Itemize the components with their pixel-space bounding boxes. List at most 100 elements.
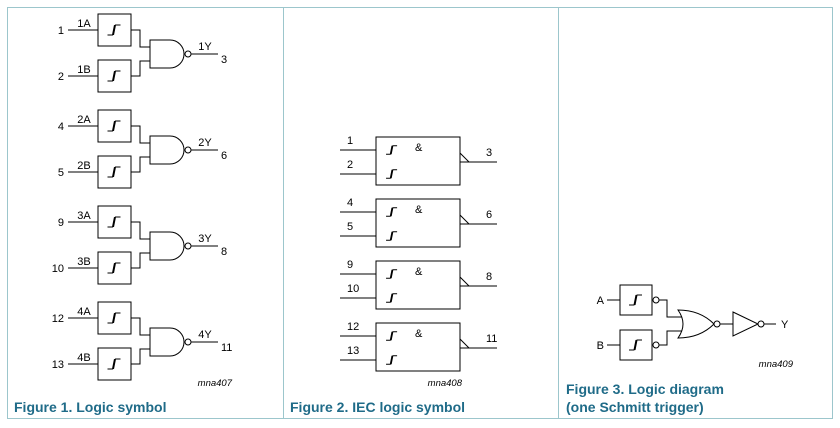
pin-b: 13 [52,359,64,371]
pin-a: 4 [347,197,353,209]
and-symbol: & [415,266,423,278]
and-symbol: & [415,204,423,216]
pin-y: 11 [486,333,497,345]
label-y: 3Y [198,233,212,245]
negation-indicator [459,276,470,287]
wire-a-to-gate [131,125,150,144]
label-b: 2B [77,160,90,172]
and-symbol: & [415,142,423,154]
negation-indicator [459,214,470,225]
pin-b: 10 [347,283,359,295]
hysteresis-icon [107,120,121,132]
label-b: 4B [77,352,90,364]
nand-gate-body [149,231,185,261]
nand-gate-body [149,39,185,69]
hysteresis-icon [386,145,398,155]
label-b: 3B [77,256,90,268]
hysteresis-icon [107,70,121,82]
pin-b: 2 [347,159,353,171]
iec-gate-group: 12 13 & 11 [340,321,497,372]
figure1-caption: Figure 1. Logic symbol [14,399,167,415]
pin-a: 4 [58,121,64,133]
hysteresis-icon [386,331,398,341]
hysteresis-icon [107,358,121,370]
inverter-bubble [184,338,192,346]
input-b-label: B [597,340,604,352]
pin-b: 13 [347,345,359,357]
inverter-body [732,311,760,337]
nand-gate-body [149,135,185,165]
pin-y: 8 [221,246,227,258]
figure2-caption: Figure 2. IEC logic symbol [290,399,466,415]
figure3-code: mna409 [759,359,794,370]
label-a: 1A [77,18,91,30]
pin-a: 1 [347,135,353,147]
nor-gate-body [677,309,715,339]
input-a-label: A [597,295,605,307]
wire-a-to-gate [131,29,150,48]
figure1-diagram: 121A1B1Y3452A2B2Y69103A3B3Y812134A4B4Y11… [52,13,233,389]
figure3-panel [558,7,833,419]
label-y: 2Y [198,137,212,149]
wire-b-to-gate [659,330,682,346]
pin-a: 9 [58,217,64,229]
pin-y: 8 [486,271,492,283]
iec-gate-box [375,198,461,248]
label-a: 4A [77,306,91,318]
label-b: 1B [77,64,90,76]
pin-y: 6 [486,209,492,221]
wire-b-to-gate [131,348,150,365]
inverter-bubble [652,341,660,349]
hysteresis-icon [386,231,398,241]
inverter-bubble [184,50,192,58]
hysteresis-icon [107,24,121,36]
and-symbol: & [415,328,423,340]
inverter-bubble [184,146,192,154]
wire-b-to-gate [131,252,150,269]
nand-gate-body [149,327,185,357]
hysteresis-icon [107,262,121,274]
figure3-caption-line2: (one Schmitt trigger) [566,399,704,415]
hysteresis-icon [386,293,398,303]
iec-gate-group: 1 2 & 3 [340,135,497,186]
pin-a: 12 [347,321,359,333]
hysteresis-icon [386,269,398,279]
pin-y: 3 [486,147,492,159]
wire-a-to-gate [659,299,682,318]
pin-b: 5 [347,221,353,233]
figure2-code: mna408 [428,378,463,389]
pin-y: 6 [221,150,227,162]
nand-gate-group: 9 10 3A 3B 3Y 8 [52,205,227,285]
output-y-label: Y [781,319,789,331]
pin-b: 5 [58,167,64,179]
pin-a: 9 [347,259,353,271]
label-a: 3A [77,210,91,222]
negation-indicator [459,338,470,349]
pin-b: 10 [52,263,64,275]
pin-b: 2 [58,71,64,83]
hysteresis-icon [629,339,642,351]
wire-a-to-gate [131,317,150,336]
hysteresis-icon [386,169,398,179]
iec-gate-box [375,260,461,310]
hysteresis-icon [107,312,121,324]
inverter-bubble [184,242,192,250]
inverter-bubble [652,296,660,304]
iec-gate-group: 9 10 & 8 [340,259,497,310]
hysteresis-icon [107,216,121,228]
figure3-caption-line1: Figure 3. Logic diagram [566,381,724,397]
iec-gate-box [375,136,461,186]
wire-b-to-gate [131,60,150,77]
hysteresis-icon [629,294,642,306]
pin-a: 1 [58,25,64,37]
pin-y: 11 [221,342,232,354]
hysteresis-icon [107,166,121,178]
label-y: 4Y [198,329,212,341]
negation-indicator [459,152,470,163]
